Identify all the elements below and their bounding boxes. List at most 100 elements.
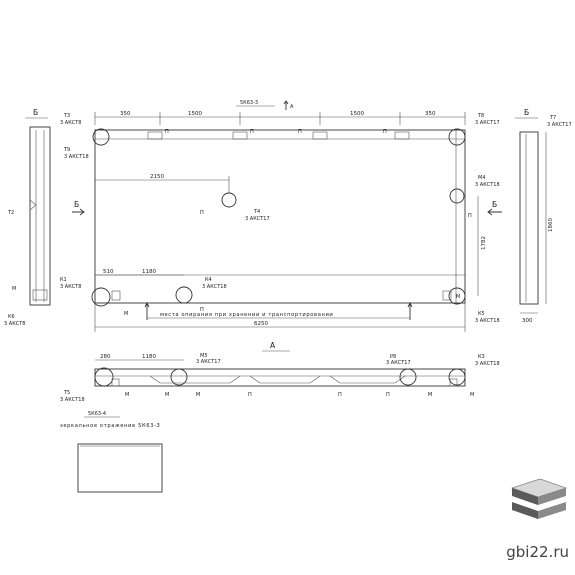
left-side-slab xyxy=(29,126,51,306)
lifting-loop-center xyxy=(221,192,237,208)
front-m-4: М xyxy=(428,392,432,398)
k1-label: К1 xyxy=(60,277,67,283)
embedded-plate-1 xyxy=(147,131,163,140)
dim-front-280: 280 xyxy=(100,354,111,360)
t7-label: Т7 xyxy=(549,115,556,121)
dim-right-1782: 1782 xyxy=(481,236,487,250)
right-side-slab xyxy=(519,131,539,305)
left-side-support-pad xyxy=(32,289,48,301)
storage-note: места опирания при хранении и транспорти… xyxy=(160,312,333,318)
front-loop-mid xyxy=(170,368,188,386)
t3-label: Т3 xyxy=(63,113,70,119)
k4-label: К4 xyxy=(205,277,212,283)
k4-sub: 3 АКСТ18 xyxy=(202,284,227,290)
main-plan-view: 5К63-3 А 350 1500 1500 350 Т3 3 АКСТ8 Т8… xyxy=(60,100,502,332)
r8-sub: 3 АКСТ17 xyxy=(386,360,411,366)
front-view: А 280 1180 М5 3 АКСТ17 Р8 3 АКСТ17 К3 3 … xyxy=(60,341,500,403)
mirror-block: 5К63-4 зеркальное отражение 5К63-3 xyxy=(60,411,163,493)
plate-label-3: П xyxy=(298,129,302,135)
embedded-plate-4 xyxy=(394,131,410,140)
support-block-left xyxy=(111,290,121,301)
left-m-label: М xyxy=(12,286,16,292)
k3-label: К3 xyxy=(478,354,485,360)
slab-label-5k63-4: 5К63-4 xyxy=(88,411,106,417)
mirror-slab-outline xyxy=(77,443,163,493)
left-t2-label: Т2 xyxy=(7,210,14,216)
lifting-loop-top-right xyxy=(448,128,466,146)
lifting-loop-top-left xyxy=(92,128,110,146)
bottom-m-label-right: М xyxy=(456,294,460,300)
t7-sub: 3 АКСТ17 xyxy=(547,122,572,128)
m4-sub: 3 АКСТ18 xyxy=(475,182,500,188)
front-m-1: М xyxy=(125,392,129,398)
front-p-1: П xyxy=(248,392,252,398)
plate-label-2: П xyxy=(250,129,254,135)
k5-sub: 3 АКСТ18 xyxy=(475,318,500,324)
lifting-loop-bottom-mid xyxy=(175,286,193,304)
front-loop-left xyxy=(94,367,114,387)
m5-label: М5 xyxy=(200,353,208,359)
embedded-plate-3 xyxy=(312,131,328,140)
front-m-2: М xyxy=(165,392,169,398)
r8-label: Р8 xyxy=(390,354,396,360)
left-k6-sub: 3 АКСТ8 xyxy=(4,321,25,327)
dim-top-350-right: 350 xyxy=(425,111,436,117)
section-b-arrow-right: Б xyxy=(492,200,497,209)
mirror-note: зеркальное отражение 5К63-3 xyxy=(60,423,160,429)
lifting-loop-bottom-left xyxy=(91,287,111,307)
embedded-plate-2 xyxy=(232,131,248,140)
slab-outline xyxy=(94,129,466,304)
bottom-m-label-left: М xyxy=(124,311,128,317)
t3-sub: 3 АКСТ8 xyxy=(60,120,81,126)
dim-front-1180: 1180 xyxy=(142,354,156,360)
front-support-left xyxy=(111,378,120,387)
left-k6-label: К6 xyxy=(8,314,15,320)
front-support-right xyxy=(449,378,458,387)
lifting-loop-right-mid xyxy=(449,188,465,204)
left-t9-sub: 3 АКСТ18 xyxy=(64,154,89,160)
dim-overall-6250: 6250 xyxy=(254,321,268,327)
t8-sub: 3 АКСТ17 xyxy=(475,120,500,126)
section-b-arrow-left: Б xyxy=(74,200,79,209)
center-plate-label: П xyxy=(200,210,204,216)
plate-label-1: П xyxy=(165,129,169,135)
dim-top-350-left: 350 xyxy=(120,111,131,117)
right-side-view: Б Т7 3 АКСТ17 1860 300 xyxy=(515,108,572,324)
front-loop-right xyxy=(399,368,417,386)
plate-label-4: П xyxy=(383,129,387,135)
view-a-arrow-label: А xyxy=(290,104,294,110)
t4-sub: 3 АКСТ17 xyxy=(245,216,270,222)
m5-sub: 3 АКСТ17 xyxy=(196,359,221,365)
section-a-label: А xyxy=(270,341,276,350)
front-slab xyxy=(94,368,466,387)
k5-label: К5 xyxy=(478,311,485,317)
top-title: 5К63-3 xyxy=(240,100,258,106)
m4-label: М4 xyxy=(478,175,486,181)
dim-side-1860: 1860 xyxy=(548,218,554,232)
section-b-label-right: Б xyxy=(524,108,529,117)
right-plate-label: П xyxy=(468,213,472,219)
t5-sub: 3 АКСТ18 xyxy=(60,397,85,403)
dim-top-1500-right: 1500 xyxy=(350,111,364,117)
front-p-2: П xyxy=(338,392,342,398)
dim-top-1500-left: 1500 xyxy=(188,111,202,117)
left-side-view: Б Т9 3 АКСТ18 Т2 М К6 3 АКСТ8 xyxy=(4,108,89,327)
stacked-slabs-logo-icon xyxy=(511,478,567,519)
lifting-loop-bottom-right xyxy=(448,287,466,305)
t5-label: Т5 xyxy=(63,390,70,396)
k3-sub: 3 АКСТ18 xyxy=(475,361,500,367)
front-m-3: М xyxy=(196,392,200,398)
dim-inner-2150: 2150 xyxy=(150,174,164,180)
dim-side-300: 300 xyxy=(522,318,533,324)
front-p-3: П xyxy=(386,392,390,398)
t4-label: Т4 xyxy=(253,209,260,215)
section-b-label-left: Б xyxy=(33,108,38,117)
front-m-5: М xyxy=(470,392,474,398)
t8-label: Т8 xyxy=(477,113,484,119)
bottom-p-label: П xyxy=(200,307,204,313)
dim-bottom-1180: 1180 xyxy=(142,269,156,275)
dim-bottom-510: 510 xyxy=(103,269,114,275)
k1-sub: 3 АКСТ8 xyxy=(60,284,81,290)
left-t9-label: Т9 xyxy=(63,147,70,153)
